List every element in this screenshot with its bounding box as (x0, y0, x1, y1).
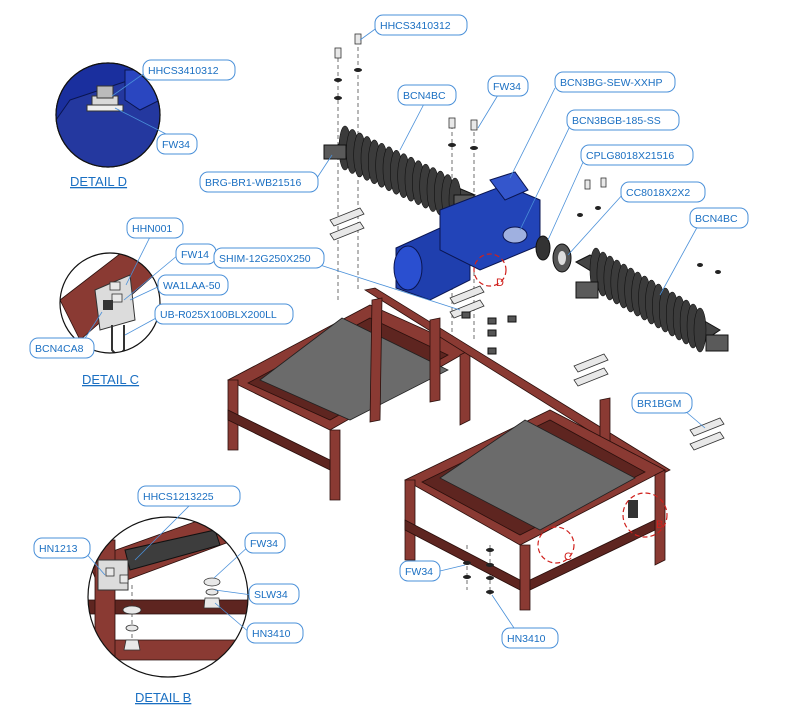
callout-b: B (622, 492, 668, 538)
label-br1bgm: BR1BGM (631, 392, 693, 414)
svg-text:HHCS3410312: HHCS3410312 (148, 65, 219, 77)
coupling (535, 235, 572, 273)
detail-b-view (87, 516, 249, 678)
label-cplg8018: CPLG8018X21516 (580, 144, 694, 166)
svg-text:BCN4CA8: BCN4CA8 (35, 343, 84, 355)
svg-text:HHCS3410312: HHCS3410312 (380, 20, 451, 32)
roller-right (574, 247, 729, 353)
main-assembly: D C B (227, 33, 729, 611)
label-bcn3bgb-185: BCN3BGB-185-SS (566, 109, 680, 131)
svg-text:FW34: FW34 (493, 81, 521, 93)
detail-b-title: DETAIL B (135, 690, 191, 705)
svg-text:WA1LAA-50: WA1LAA-50 (163, 280, 221, 292)
label-fw34-top: FW34 (487, 75, 529, 97)
bolts-top-left (334, 33, 362, 100)
callout-b-letter: B (656, 519, 663, 531)
label-hhcs3410312-detail: HHCS3410312 (142, 59, 236, 81)
label-hhcs3410312-top: HHCS3410312 (374, 14, 468, 36)
bolts-right (577, 177, 721, 274)
label-bcn4bc-left: BCN4BC (397, 84, 457, 106)
svg-text:BR1BGM: BR1BGM (637, 398, 681, 410)
label-hhn001: HHN001 (126, 217, 184, 239)
brackets (461, 311, 517, 355)
svg-text:SHIM-12G250X250: SHIM-12G250X250 (219, 253, 311, 265)
svg-text:BRG-BR1-WB21516: BRG-BR1-WB21516 (205, 177, 301, 189)
label-slw34: SLW34 (248, 583, 300, 605)
shims (329, 207, 725, 451)
svg-text:BCN3BGB-185-SS: BCN3BGB-185-SS (572, 115, 661, 127)
label-hhcs1213225: HHCS1213225 (137, 485, 241, 507)
svg-text:HHN001: HHN001 (132, 223, 172, 235)
label-hn3410-bottom: HN3410 (501, 627, 559, 649)
label-shim: SHIM-12G250X250 (213, 247, 325, 269)
label-hn3410-detail-b: HN3410 (246, 622, 304, 644)
svg-text:HN1213: HN1213 (39, 543, 78, 555)
svg-text:FW34: FW34 (405, 566, 433, 578)
detail-c-title: DETAIL C (82, 372, 139, 387)
label-boxes: HHCS3410312 HHCS3410312 FW34 BCN4BC FW34… (29, 14, 749, 649)
roller-rib (693, 307, 707, 353)
label-fw34-detail-b: FW34 (244, 532, 286, 554)
frame-right (404, 409, 666, 611)
svg-text:HN3410: HN3410 (507, 633, 546, 645)
svg-text:BCN4BC: BCN4BC (695, 213, 738, 225)
callout-c-letter: C (564, 551, 572, 563)
svg-text:FW34: FW34 (162, 139, 190, 151)
label-wa1laa: WA1LAA-50 (157, 274, 229, 296)
svg-text:HHCS1213225: HHCS1213225 (143, 491, 214, 503)
label-bcn4ca8: BCN4CA8 (29, 337, 95, 359)
label-fw14: FW14 (175, 243, 217, 265)
label-fw34-bottom: FW34 (399, 560, 441, 582)
frame-left (227, 304, 471, 501)
svg-text:FW34: FW34 (250, 538, 278, 550)
svg-text:CPLG8018X21516: CPLG8018X21516 (586, 150, 674, 162)
bottom-hardware (463, 500, 638, 594)
callout-d: D (473, 253, 507, 289)
detail-d-title: DETAIL D (70, 174, 127, 189)
callout-d-letter: D (496, 277, 504, 289)
detail-c-view (59, 252, 161, 354)
gear-motor (393, 171, 541, 301)
svg-text:UB-R025X100BLX200LL: UB-R025X100BLX200LL (160, 309, 277, 321)
label-fw34-detail-d: FW34 (156, 133, 198, 155)
svg-text:HN3410: HN3410 (252, 628, 291, 640)
callout-c: C (537, 526, 575, 564)
svg-text:FW14: FW14 (181, 249, 209, 261)
svg-text:BCN3BG-SEW-XXHP: BCN3BG-SEW-XXHP (560, 77, 663, 89)
label-bcn4bc-right: BCN4BC (689, 207, 749, 229)
label-hn1213: HN1213 (33, 537, 91, 559)
svg-text:CC8018X2X2: CC8018X2X2 (626, 187, 690, 199)
detail-d-view (55, 62, 161, 168)
label-brg-br1: BRG-BR1-WB21516 (199, 171, 319, 193)
roller-left (323, 125, 477, 223)
svg-text:SLW34: SLW34 (254, 589, 288, 601)
bolts-top-right (448, 117, 478, 150)
label-ub-r025: UB-R025X100BLX200LL (154, 303, 294, 325)
svg-text:BCN4BC: BCN4BC (403, 90, 446, 102)
label-cc8018: CC8018X2X2 (620, 181, 706, 203)
label-bcn3bg-sew: BCN3BG-SEW-XXHP (554, 71, 676, 93)
